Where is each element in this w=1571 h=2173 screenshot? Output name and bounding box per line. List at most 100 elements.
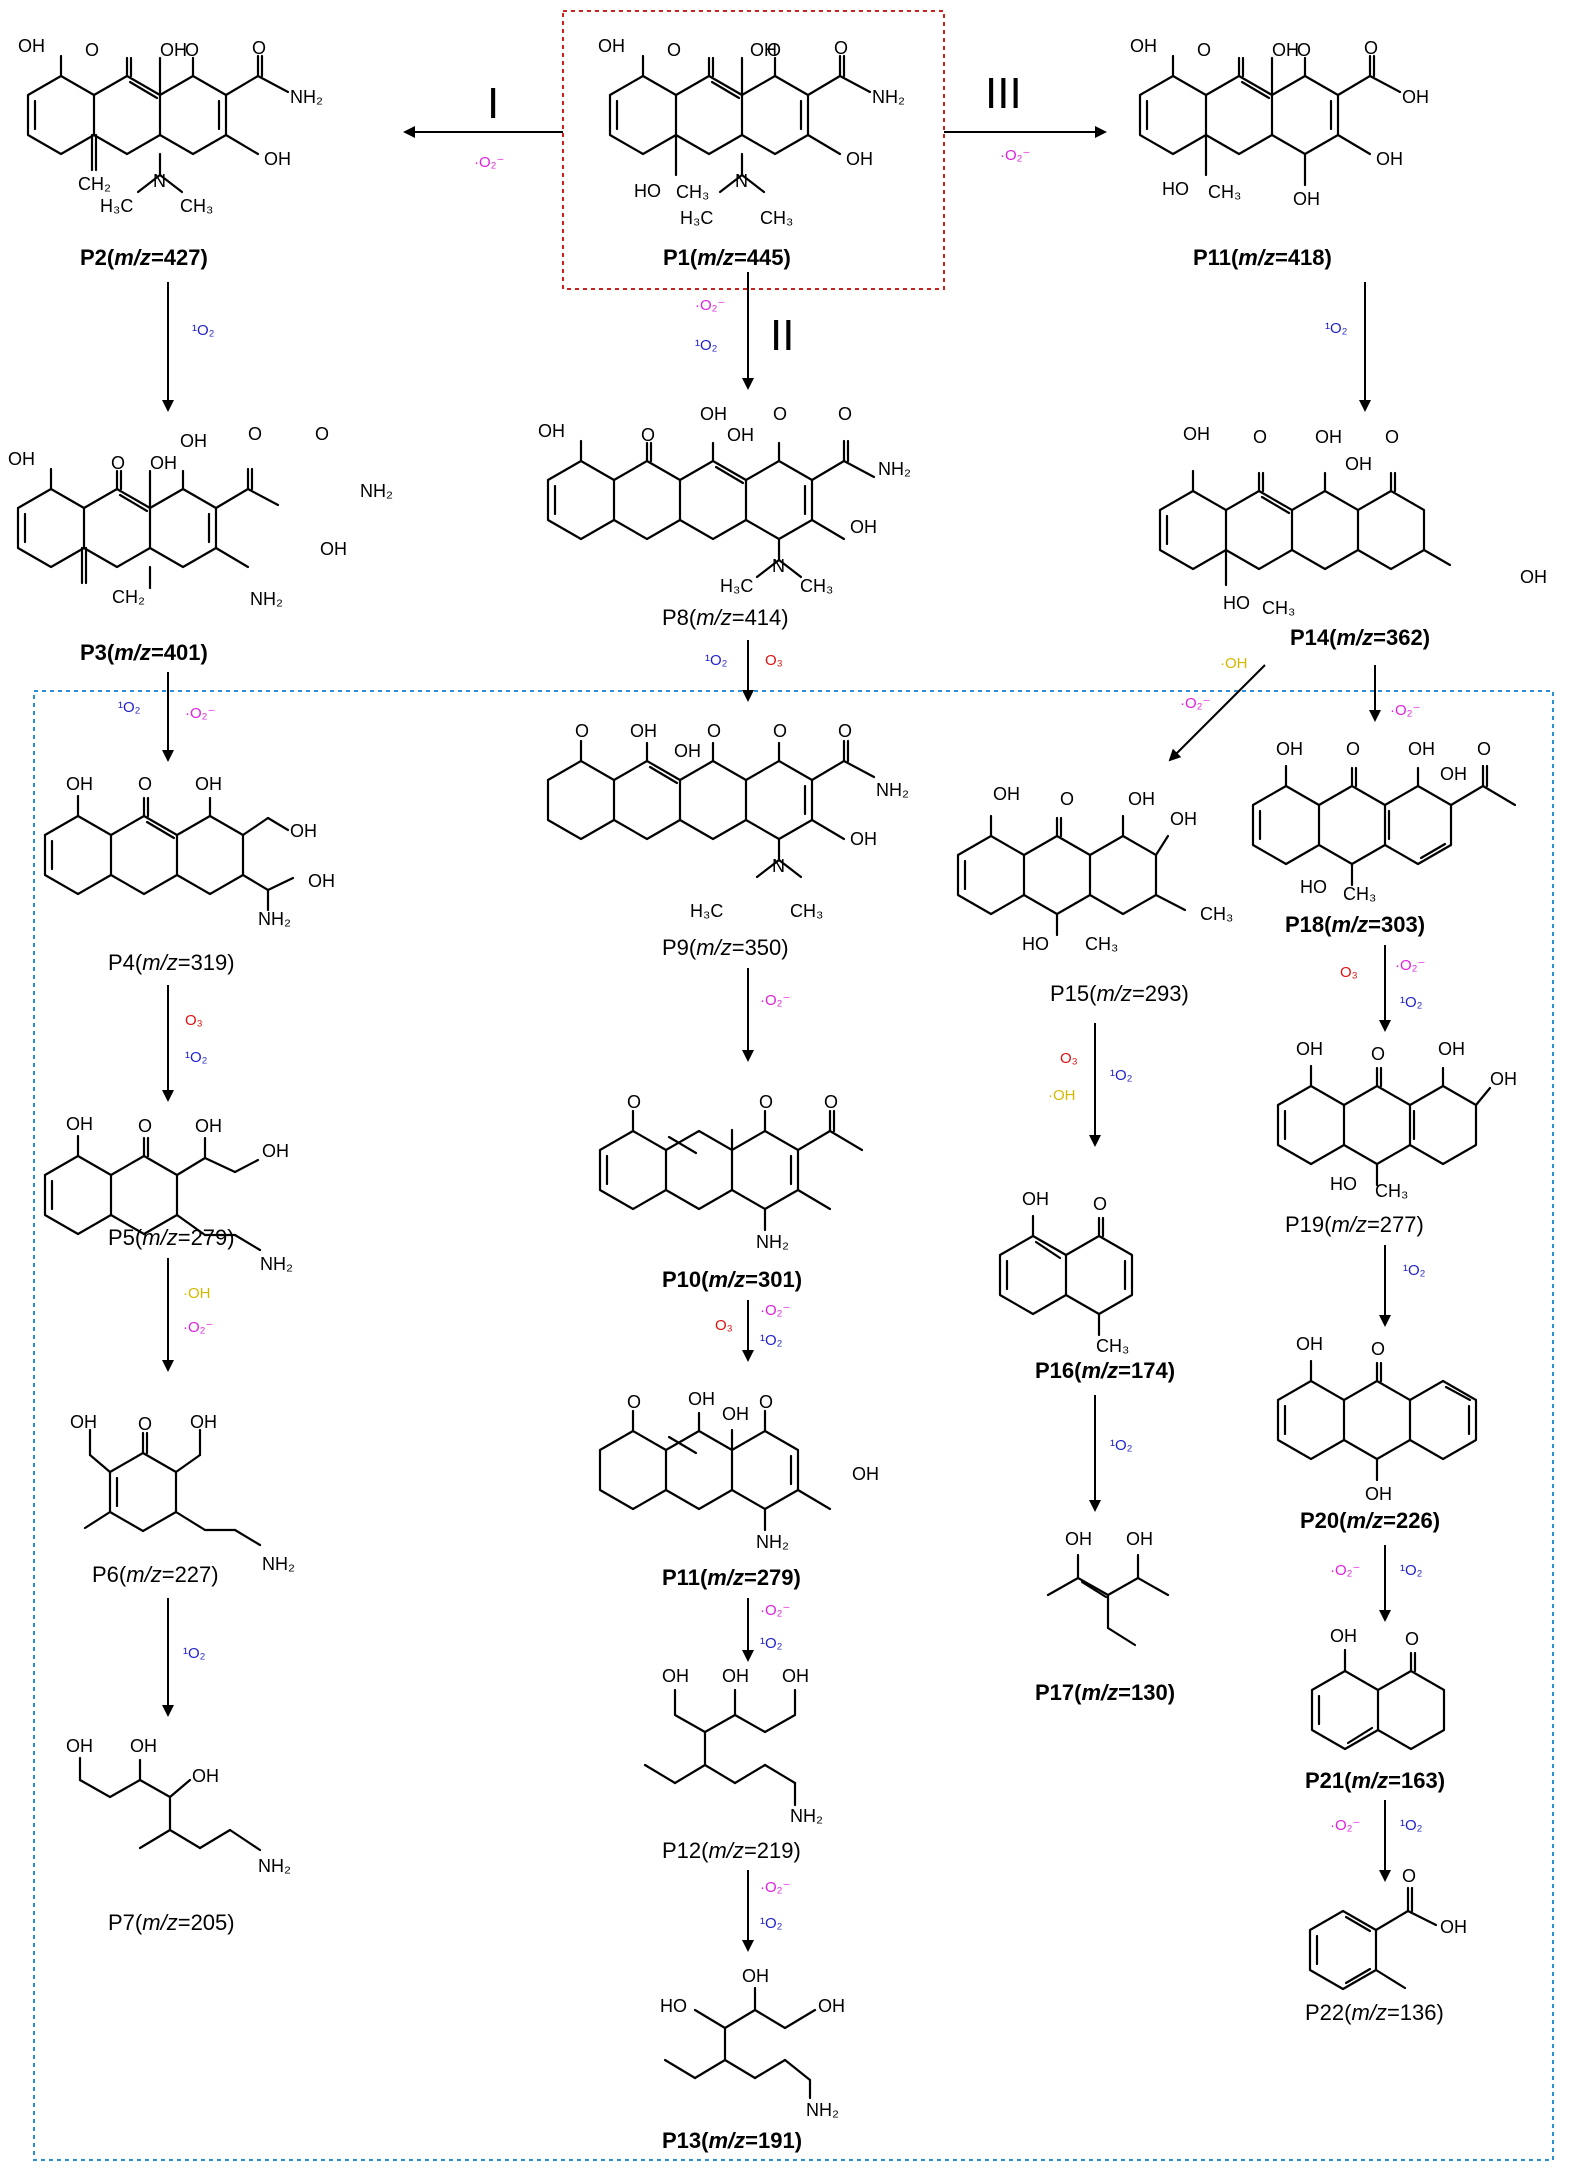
reagent-ozone: O₃: [185, 1012, 203, 1029]
label-p2: P2(m/z=427): [80, 245, 208, 270]
svg-text:P15(m/z=293): P15(m/z=293): [1050, 981, 1189, 1006]
atom-ch3: CH₃: [1262, 598, 1295, 618]
reagent-superoxide: ·O₂⁻: [760, 1879, 790, 1896]
atom-nh2: NH₂: [250, 589, 283, 609]
atom-ch3: CH₃: [1208, 182, 1241, 202]
atom-ch3: CH₃: [1200, 904, 1233, 924]
reagent-singlet-oxygen: ¹O₂: [183, 1645, 206, 1662]
reagent-singlet-oxygen: ¹O₂: [1400, 1817, 1423, 1834]
atom-o: O: [1364, 38, 1378, 58]
atom-nh2: NH₂: [756, 1532, 789, 1552]
reagent-superoxide: ·O₂⁻: [1330, 1817, 1360, 1834]
reagent-ozone: O₃: [1060, 1050, 1078, 1067]
arrow-p14-p15: [1168, 664, 1266, 762]
atom-oh: OH: [1440, 764, 1467, 784]
atom-o: O: [1253, 427, 1267, 447]
atom-ho: HO: [660, 1996, 687, 2016]
atom-o: O: [185, 40, 199, 60]
label-p15: P15(m/z=293): [1050, 981, 1189, 1006]
atom-oh: OH: [1128, 789, 1155, 809]
molecule-p11-418: OH O OH O O OH OH OH HO CH₃: [1130, 36, 1429, 209]
atom-oh: OH: [8, 449, 35, 469]
label-p16: P16(m/z=174): [1035, 1358, 1175, 1383]
atom-oh: OH: [1183, 424, 1210, 444]
molecule-p11-279: O OH OH O OH NH₂: [598, 1389, 879, 1552]
atom-ho: HO: [1300, 877, 1327, 897]
atom-o: O: [834, 38, 848, 58]
atom-oh: OH: [1440, 1917, 1467, 1937]
molecule-p21: OH O: [1310, 1626, 1446, 1751]
atom-oh: OH: [195, 1116, 222, 1136]
molecule-p5: OH O OH OH NH₂: [43, 1114, 293, 1274]
atom-oh: OH: [722, 1404, 749, 1424]
svg-text:P8(m/z=414): P8(m/z=414): [662, 605, 789, 630]
svg-text:P19(m/z=277): P19(m/z=277): [1285, 1212, 1424, 1237]
reagent-singlet-oxygen: ¹O₂: [1110, 1067, 1133, 1084]
reagent-singlet-oxygen: ¹O₂: [1400, 994, 1423, 1011]
atom-oh: OH: [1408, 739, 1435, 759]
molecule-p10: O O O NH₂: [598, 1092, 864, 1252]
atom-oh: OH: [750, 40, 777, 60]
reagent-superoxide: ·O₂⁻: [695, 297, 725, 314]
reagent-ozone: O₃: [715, 1317, 733, 1334]
svg-text:P13(m/z=191): P13(m/z=191): [662, 2128, 802, 2153]
atom-o: O: [1346, 739, 1360, 759]
atom-oh: OH: [1130, 36, 1157, 56]
atom-o: O: [627, 1392, 641, 1412]
label-p12: P12(m/z=219): [662, 1838, 801, 1863]
atom-o: O: [1371, 1339, 1385, 1359]
atom-o: O: [838, 721, 852, 741]
reagent-singlet-oxygen: ¹O₂: [1400, 1562, 1423, 1579]
atom-oh: OH: [66, 1114, 93, 1134]
atom-oh: OH: [66, 1736, 93, 1756]
atom-o: O: [1371, 1044, 1385, 1064]
svg-text:P11(m/z=418): P11(m/z=418): [1193, 245, 1332, 270]
atom-oh: OH: [700, 404, 727, 424]
atom-o: O: [1093, 1194, 1107, 1214]
atom-oh: OH: [1296, 1334, 1323, 1354]
svg-text:P2(m/z=427): P2(m/z=427): [80, 245, 208, 270]
reagent-superoxide: ·O₂⁻: [760, 992, 790, 1009]
label-p10: P10(m/z=301): [662, 1267, 802, 1292]
svg-text:P20(m/z=226): P20(m/z=226): [1300, 1508, 1440, 1533]
route-label-ii: II: [770, 311, 794, 360]
atom-nh2: NH₂: [290, 87, 323, 107]
reagent-singlet-oxygen: ¹O₂: [192, 322, 215, 339]
atom-nh2: NH₂: [258, 1856, 291, 1876]
downstream-products-box: [33, 690, 1554, 2161]
svg-text:P9(m/z=350): P9(m/z=350): [662, 935, 789, 960]
atom-o: O: [85, 40, 99, 60]
atom-h3c: H₃C: [690, 901, 723, 921]
svg-text:P5(m/z=279): P5(m/z=279): [108, 1225, 235, 1250]
atom-ch3: CH₃: [1096, 1336, 1129, 1356]
atom-ch2: CH₂: [78, 174, 111, 194]
atom-o: O: [773, 721, 787, 741]
svg-text:P6(m/z=227): P6(m/z=227): [92, 1562, 219, 1587]
atom-oh: OH: [722, 1666, 749, 1686]
reagent-superoxide: ·O₂⁻: [1390, 702, 1420, 719]
atom-o: O: [575, 721, 589, 741]
atom-o: O: [1297, 40, 1311, 60]
atom-ho: HO: [1223, 593, 1250, 613]
label-p22: P22(m/z=136): [1305, 2000, 1444, 2025]
atom-oh: OH: [1065, 1529, 1092, 1549]
label-p11-418: P11(m/z=418): [1193, 245, 1332, 270]
reagent-superoxide: ·O₂⁻: [760, 1602, 790, 1619]
label-p3: P3(m/z=401): [80, 640, 208, 665]
atom-o: O: [767, 40, 781, 60]
atom-ho: HO: [1330, 1174, 1357, 1194]
atom-oh: OH: [1022, 1189, 1049, 1209]
svg-text:P16(m/z=174): P16(m/z=174): [1035, 1358, 1175, 1383]
label-p9: P9(m/z=350): [662, 935, 789, 960]
reagent-superoxide: ·O₂⁻: [1395, 957, 1425, 974]
label-p21: P21(m/z=163): [1305, 1768, 1445, 1793]
atom-oh: OH: [320, 539, 347, 559]
atom-o: O: [1060, 789, 1074, 809]
atom-o: O: [1197, 40, 1211, 60]
reagent-superoxide: ·O₂⁻: [183, 1319, 213, 1336]
molecule-p12: OH OH OH NH₂: [643, 1666, 823, 1826]
svg-text:P22(m/z=136): P22(m/z=136): [1305, 2000, 1444, 2025]
atom-oh: OH: [1170, 809, 1197, 829]
reagent-singlet-oxygen: ¹O₂: [760, 1915, 783, 1932]
reagent-superoxide: ·O₂⁻: [760, 1302, 790, 1319]
